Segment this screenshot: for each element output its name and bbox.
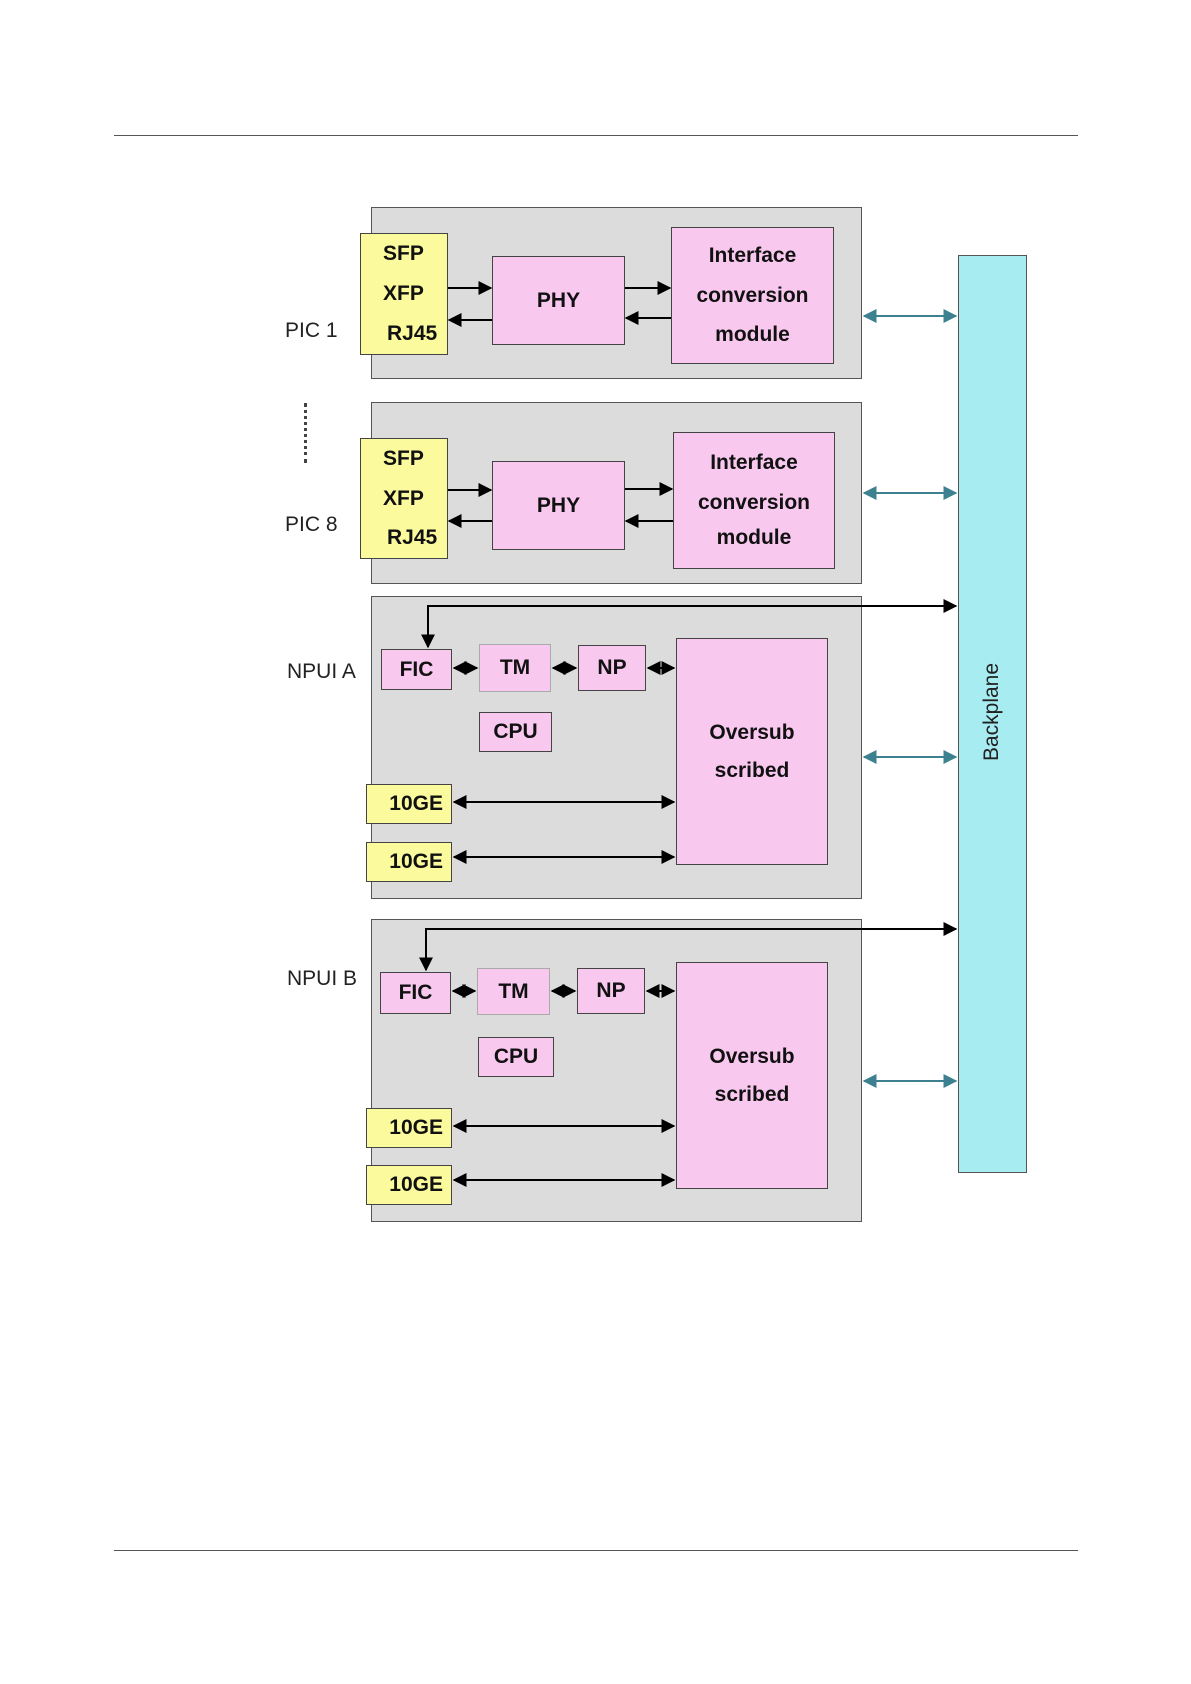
interface-conversion-module: Interface conversion module (673, 432, 835, 569)
np-block: NP (578, 645, 646, 691)
cpu-block: CPU (478, 1037, 554, 1077)
oversub-line-1: Oversub (709, 717, 794, 749)
connector-rj45: RJ45 (383, 318, 437, 350)
interface-line-3: module (715, 319, 790, 351)
fic-block: FIC (381, 649, 452, 690)
port-10ge: 10GE (366, 1108, 452, 1148)
interface-line-2: conversion (696, 280, 808, 312)
pic-connector-block: SFP XFP RJ45 (360, 438, 448, 559)
pic-label: PIC 1 (285, 319, 338, 343)
npu-label: NPUI A (287, 660, 356, 684)
oversub-line-2: scribed (715, 1079, 790, 1111)
oversubscribed-block: Oversub scribed (676, 962, 828, 1189)
interface-conversion-module: Interface conversion module (671, 227, 834, 364)
connector-rj45: RJ45 (383, 522, 437, 554)
interface-line-1: Interface (709, 240, 797, 272)
port-10ge: 10GE (366, 784, 452, 824)
tm-block: TM (479, 644, 551, 692)
header-rule (114, 135, 1078, 136)
connector-xfp: XFP (383, 278, 424, 310)
oversub-line-1: Oversub (709, 1041, 794, 1073)
port-10ge: 10GE (366, 842, 452, 882)
phy-block: PHY (492, 256, 625, 345)
interface-line-3: module (717, 522, 792, 554)
ellipsis-separator (304, 403, 307, 463)
pic-label: PIC 8 (285, 513, 338, 537)
np-block: NP (577, 968, 645, 1014)
npu-label: NPUI B (287, 967, 357, 991)
pic-connector-block: SFP XFP RJ45 (360, 233, 448, 355)
interface-line-2: conversion (698, 487, 810, 519)
backplane-label: Backplane (980, 652, 1004, 772)
port-10ge: 10GE (366, 1165, 452, 1205)
phy-block: PHY (492, 461, 625, 550)
oversubscribed-block: Oversub scribed (676, 638, 828, 865)
connector-sfp: SFP (383, 238, 424, 270)
cpu-block: CPU (479, 712, 552, 752)
connector-xfp: XFP (383, 483, 424, 515)
footer-rule (114, 1550, 1078, 1551)
tm-block: TM (477, 968, 550, 1015)
oversub-line-2: scribed (715, 755, 790, 787)
interface-line-1: Interface (710, 447, 798, 479)
fic-block: FIC (380, 972, 451, 1014)
connector-sfp: SFP (383, 443, 424, 475)
